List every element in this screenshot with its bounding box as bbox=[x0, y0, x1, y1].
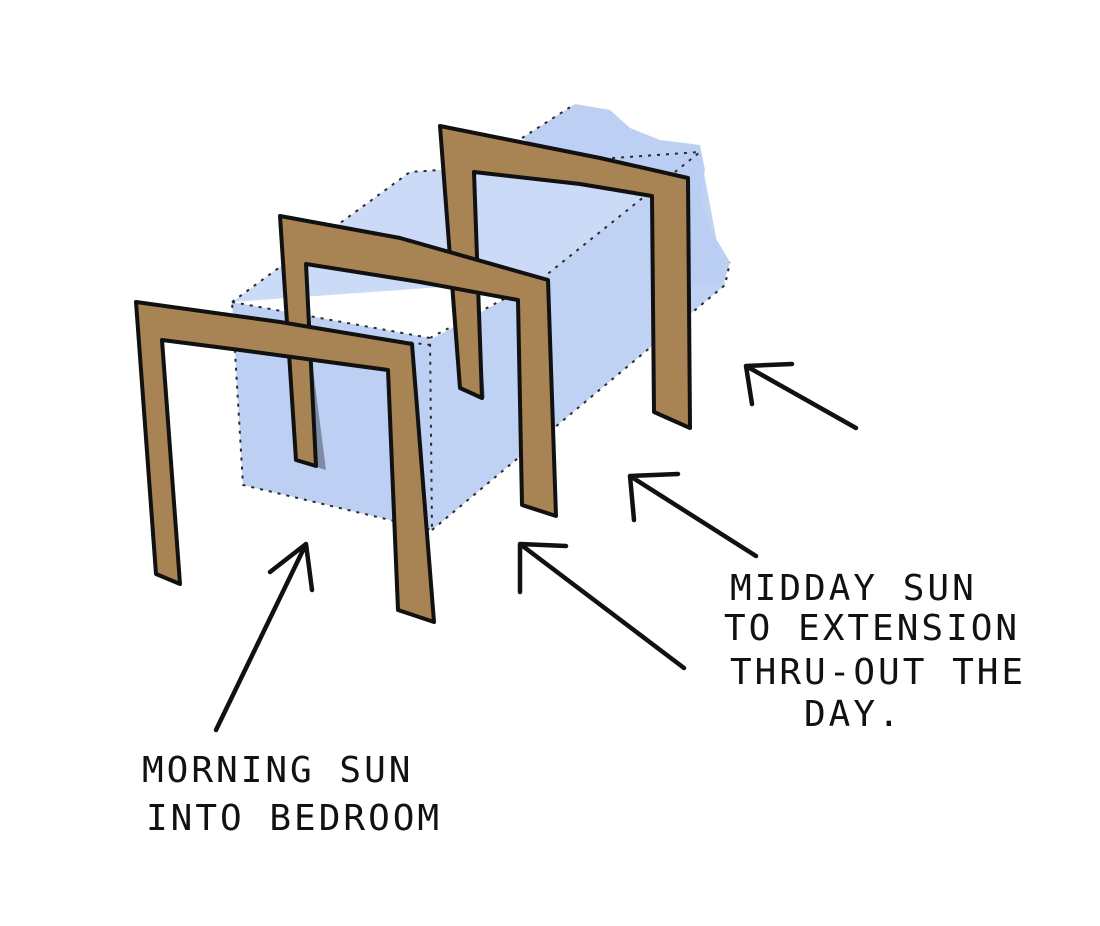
arrow-morning bbox=[213, 541, 315, 733]
arrow-midday-middle bbox=[627, 471, 759, 559]
arrow-midday-far bbox=[743, 361, 859, 431]
frame-rear bbox=[438, 124, 692, 430]
midday-line-3: THRU-OUT THE bbox=[730, 652, 1026, 693]
sun-arrows bbox=[213, 361, 859, 733]
arrow-midday-lower bbox=[517, 541, 687, 671]
morning-line-2: INTO BEDROOM bbox=[146, 798, 442, 839]
midday-line-1: MIDDAY SUN bbox=[730, 568, 977, 609]
midday-line-4: DAY. bbox=[804, 694, 903, 735]
frame-middle bbox=[278, 214, 558, 518]
annotation-midday: MIDDAY SUN TO EXTENSION THRU-OUT THE DAY… bbox=[724, 568, 1026, 735]
portal-frames bbox=[134, 124, 692, 624]
annotation-morning: MORNING SUN INTO BEDROOM bbox=[142, 750, 442, 839]
volume-edges bbox=[230, 103, 731, 532]
morning-line-1: MORNING SUN bbox=[142, 750, 413, 791]
midday-line-2: TO EXTENSION bbox=[724, 608, 1020, 649]
rear-wash bbox=[522, 104, 730, 285]
frame-front bbox=[134, 300, 436, 624]
